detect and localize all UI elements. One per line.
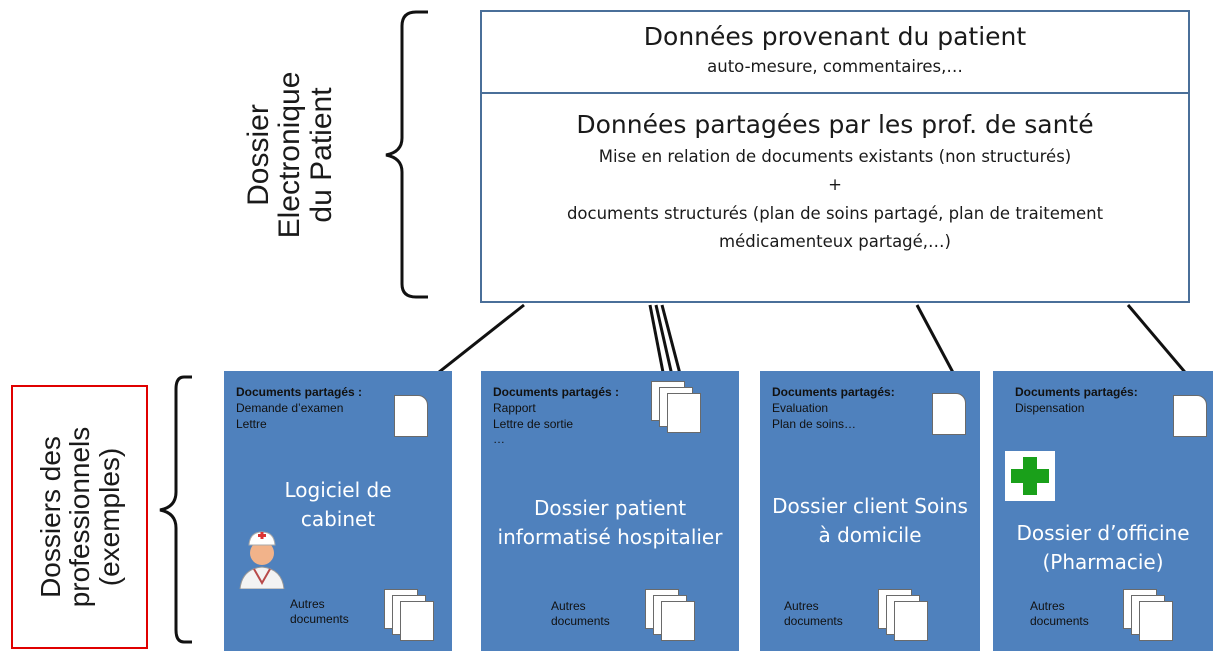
shared-docs-list: Dispensation (1015, 401, 1085, 415)
other-docs-label: Autres documents (784, 599, 843, 628)
pharmacy-cross-icon (1005, 451, 1055, 501)
professionals-brace (159, 375, 192, 644)
other-documents-stack-icon (645, 589, 701, 647)
other-docs-label: Autres documents (290, 597, 349, 626)
shared-data-line1: Mise en relation de documents existants … (598, 147, 1072, 166)
dep-brace (385, 10, 428, 299)
professionals-label: Dossiers des professionnels (exemples) (15, 387, 145, 647)
dep-box: Données provenant du patient auto-mesure… (480, 10, 1190, 303)
patient-data-title: Données provenant du patient (643, 22, 1027, 51)
other-docs-label: Autres documents (1030, 599, 1089, 628)
shared-data-section: Données partagées par les prof. de santé… (482, 94, 1188, 303)
other-documents-stack-icon (384, 589, 440, 647)
shared-documents-stack-icon (651, 381, 707, 439)
shared-data-title: Données partagées par les prof. de santé (576, 110, 1094, 139)
shared-data-plus: + (828, 175, 842, 195)
card-title: Dossier client Soins à domicile (772, 494, 968, 547)
shared-docs-title: Documents partagés: (1015, 385, 1138, 399)
card-cabinet: Documents partagés : Demande d’examen Le… (224, 371, 452, 651)
shared-docs-list: Evaluation Plan de soins… (772, 401, 857, 431)
connector-line-4 (1126, 304, 1197, 385)
shared-data-line3: médicamenteux partagé,…) (719, 232, 951, 252)
shared-document-icon (1173, 395, 1207, 437)
dep-label-text: Dossier Electronique du Patient (241, 71, 338, 239)
connector-line-3 (915, 304, 959, 381)
shared-document-icon (394, 395, 428, 437)
shared-data-line2: documents structurés (plan de soins part… (566, 203, 1104, 223)
card-home-care: Documents partagés: Evaluation Plan de s… (760, 371, 980, 651)
card-title: Dossier patient informatisé hospitalier (497, 496, 723, 549)
other-docs-label: Autres documents (551, 599, 610, 628)
shared-docs-title: Documents partagés: (772, 385, 895, 399)
shared-docs-title: Documents partagés : (493, 385, 620, 399)
card-title: Logiciel de cabinet (284, 478, 392, 531)
shared-document-icon (932, 393, 966, 435)
other-documents-stack-icon (878, 589, 934, 647)
patient-data-subtitle: auto-mesure, commentaires,… (707, 57, 963, 76)
card-pharmacy: Documents partagés: Dispensation Dossier… (993, 371, 1213, 651)
patient-data-section: Données provenant du patient auto-mesure… (482, 12, 1188, 94)
shared-docs-title: Documents partagés : (236, 385, 363, 399)
card-title: Dossier d’officine (Pharmacie) (1016, 521, 1190, 574)
professionals-label-text: Dossiers des professionnels (exemples) (34, 426, 125, 608)
shared-docs-list: Demande d’examen Lettre (236, 401, 344, 431)
doctor-icon (239, 531, 285, 589)
professionals-highlight-box (11, 385, 148, 649)
other-documents-stack-icon (1123, 589, 1179, 647)
dep-label: Dossier Electronique du Patient (205, 40, 375, 270)
card-hospital: Documents partagés : Rapport Lettre de s… (481, 371, 739, 651)
shared-docs-list: Rapport Lettre de sortie … (493, 401, 574, 447)
